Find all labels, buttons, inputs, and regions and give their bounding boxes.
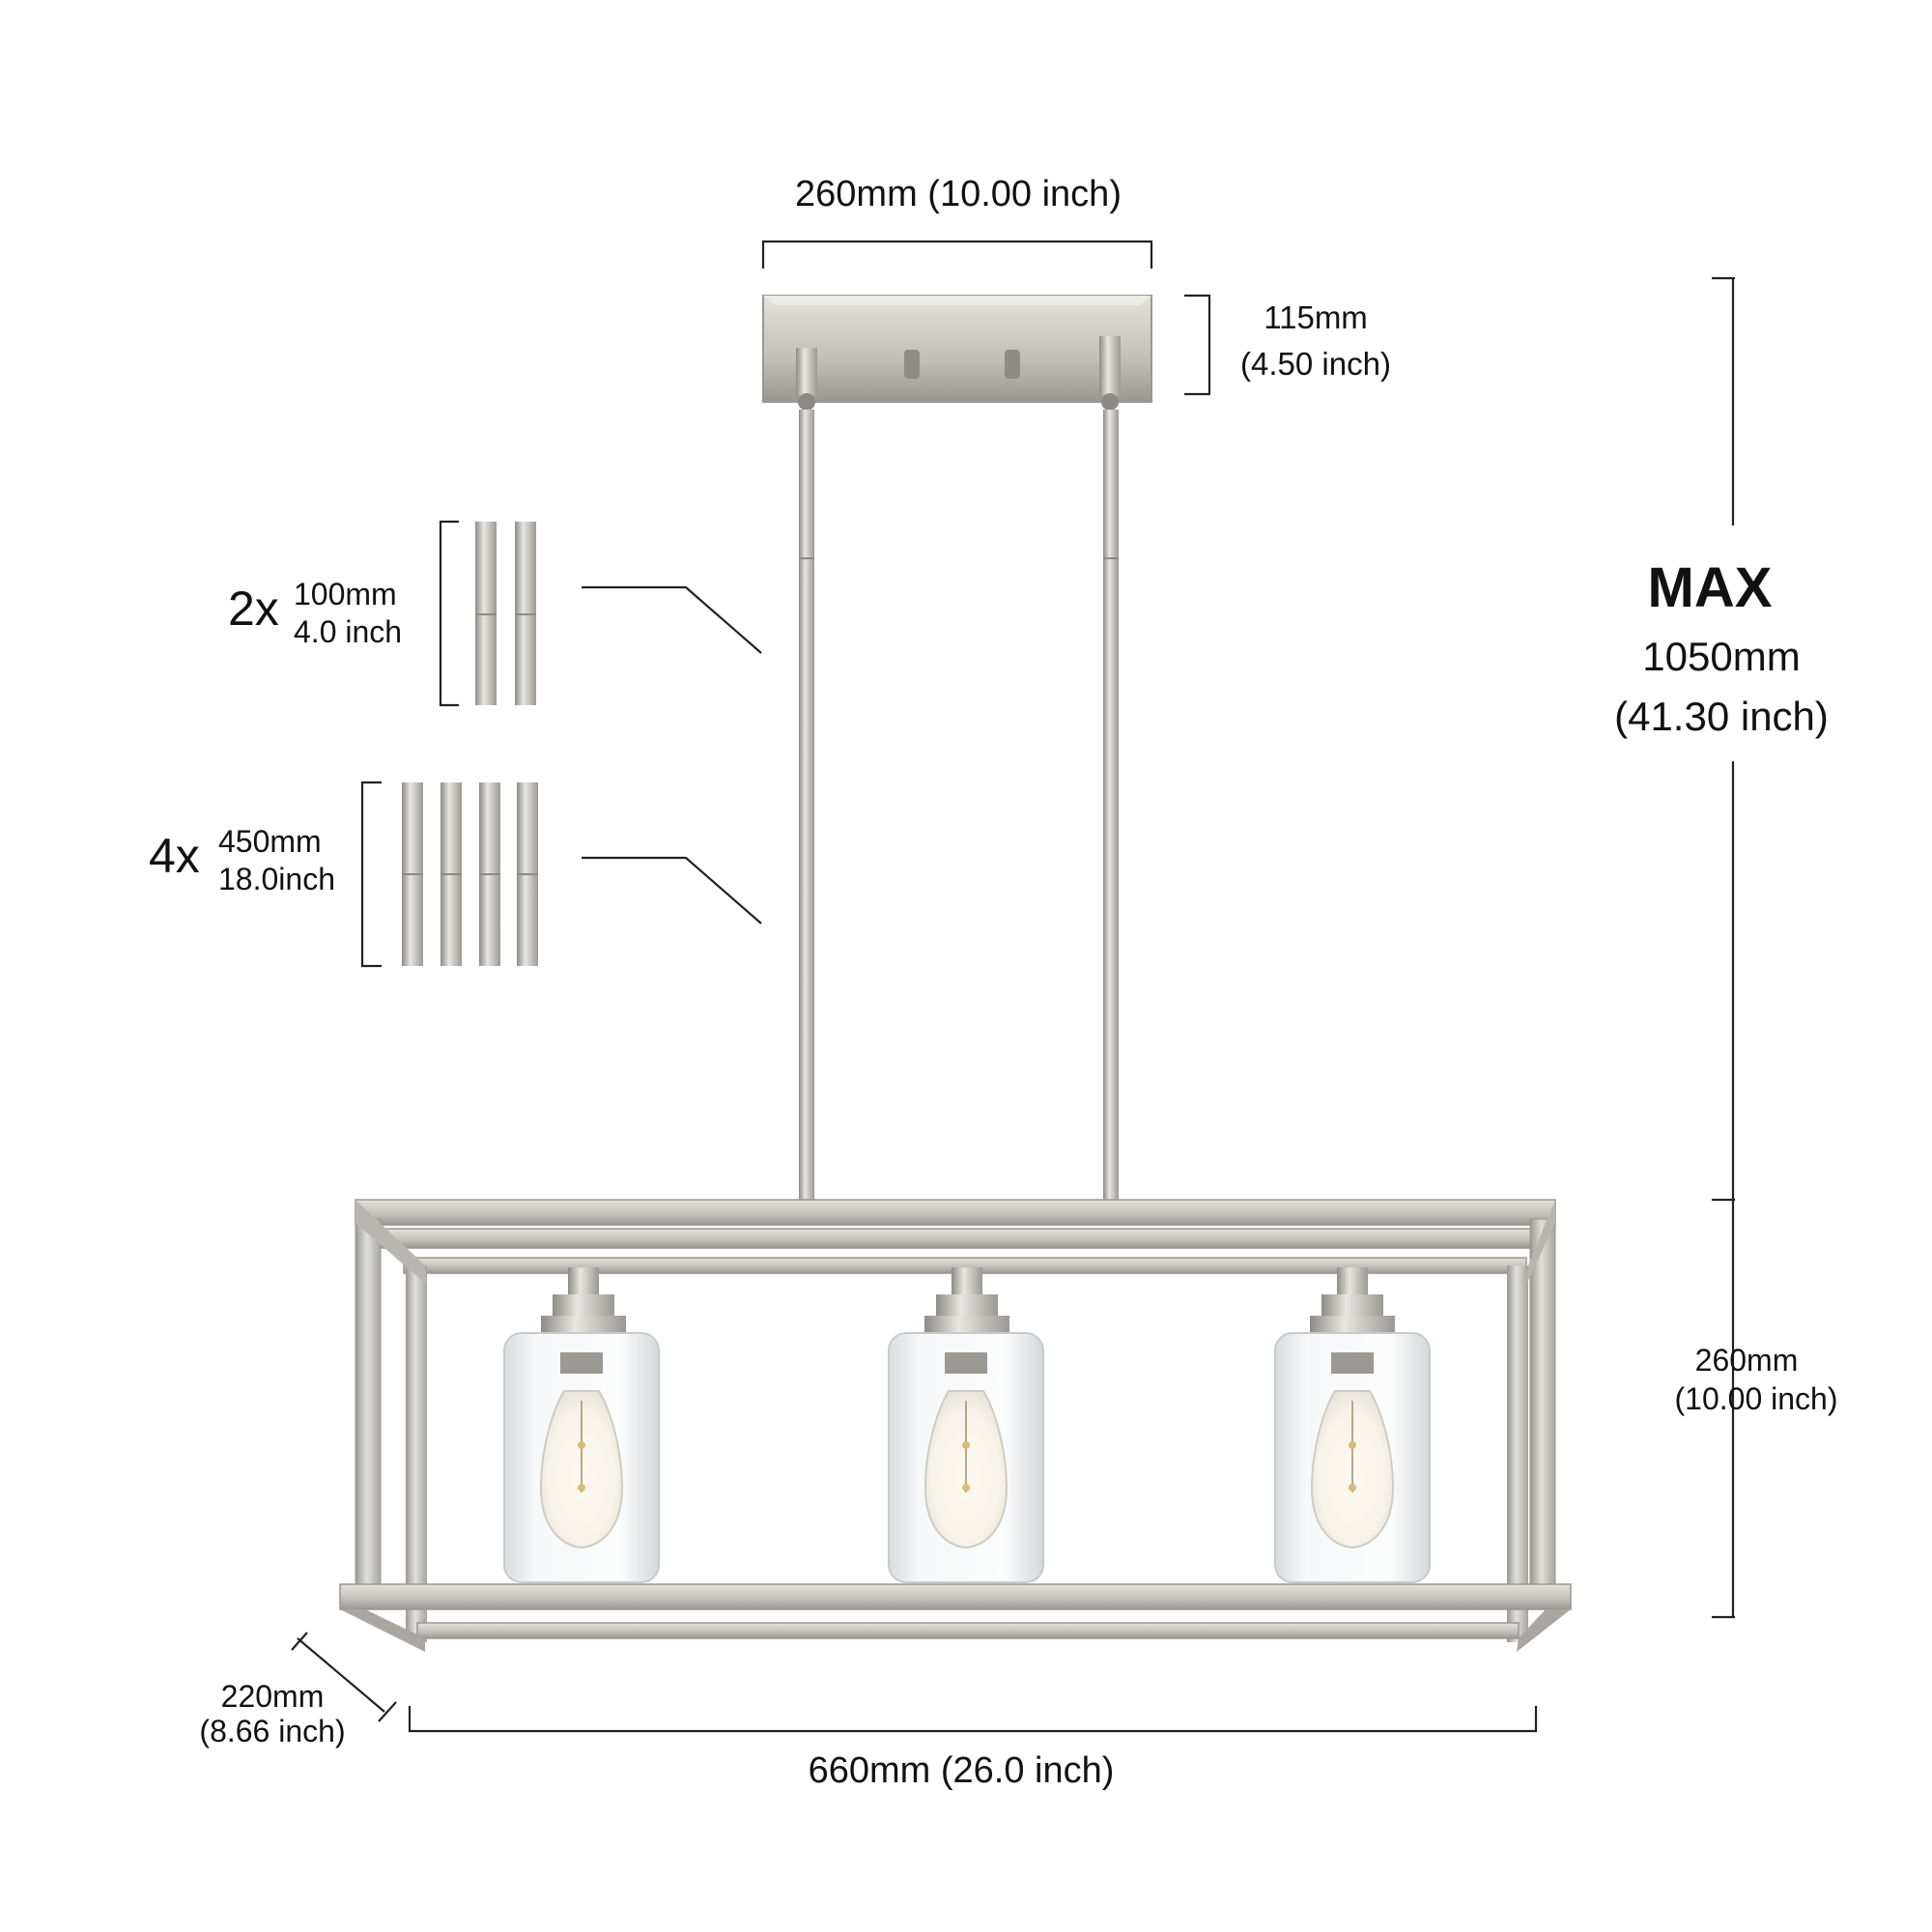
canopy-height-mm-label: 115mm [1264, 299, 1368, 335]
long-rods-in: 18.0inch [218, 862, 335, 896]
canopy-width-label: 260mm (10.00 inch) [795, 174, 1122, 214]
frame-height-mm-label: 260mm [1694, 1343, 1799, 1378]
lamp-right [1274, 1267, 1431, 1583]
short-rods-count: 2x [228, 582, 279, 636]
depth-in-label: (8.66 inch) [199, 1714, 346, 1748]
max-height-title: MAX [1647, 556, 1773, 619]
depth-mm-label: 220mm [220, 1679, 325, 1714]
frame-back [372, 1228, 1554, 1642]
length-label: 660mm (26.0 inch) [808, 1750, 1115, 1791]
short-rods-in: 4.0 inch [294, 614, 403, 649]
short-rods-illustration [475, 522, 536, 705]
long-rods-illustration [402, 782, 538, 966]
lamp-left [503, 1267, 660, 1583]
down-rods [799, 410, 1119, 1202]
max-height-in-label: (41.30 inch) [1614, 694, 1829, 739]
lamp-center [888, 1267, 1044, 1583]
frame-height-in-label: (10.00 inch) [1674, 1381, 1838, 1416]
long-rods-count: 4x [149, 829, 200, 883]
short-rods-mm: 100mm [294, 577, 397, 611]
max-height-mm-label: 1050mm [1642, 634, 1801, 679]
frame-front [339, 1199, 1572, 1652]
ceiling-canopy [762, 295, 1152, 411]
canopy-height-in-label: (4.50 inch) [1240, 346, 1391, 382]
lamp-shades [503, 1267, 1431, 1583]
dimension-lines [291, 240, 1735, 1733]
long-rods-mm: 450mm [218, 824, 322, 859]
